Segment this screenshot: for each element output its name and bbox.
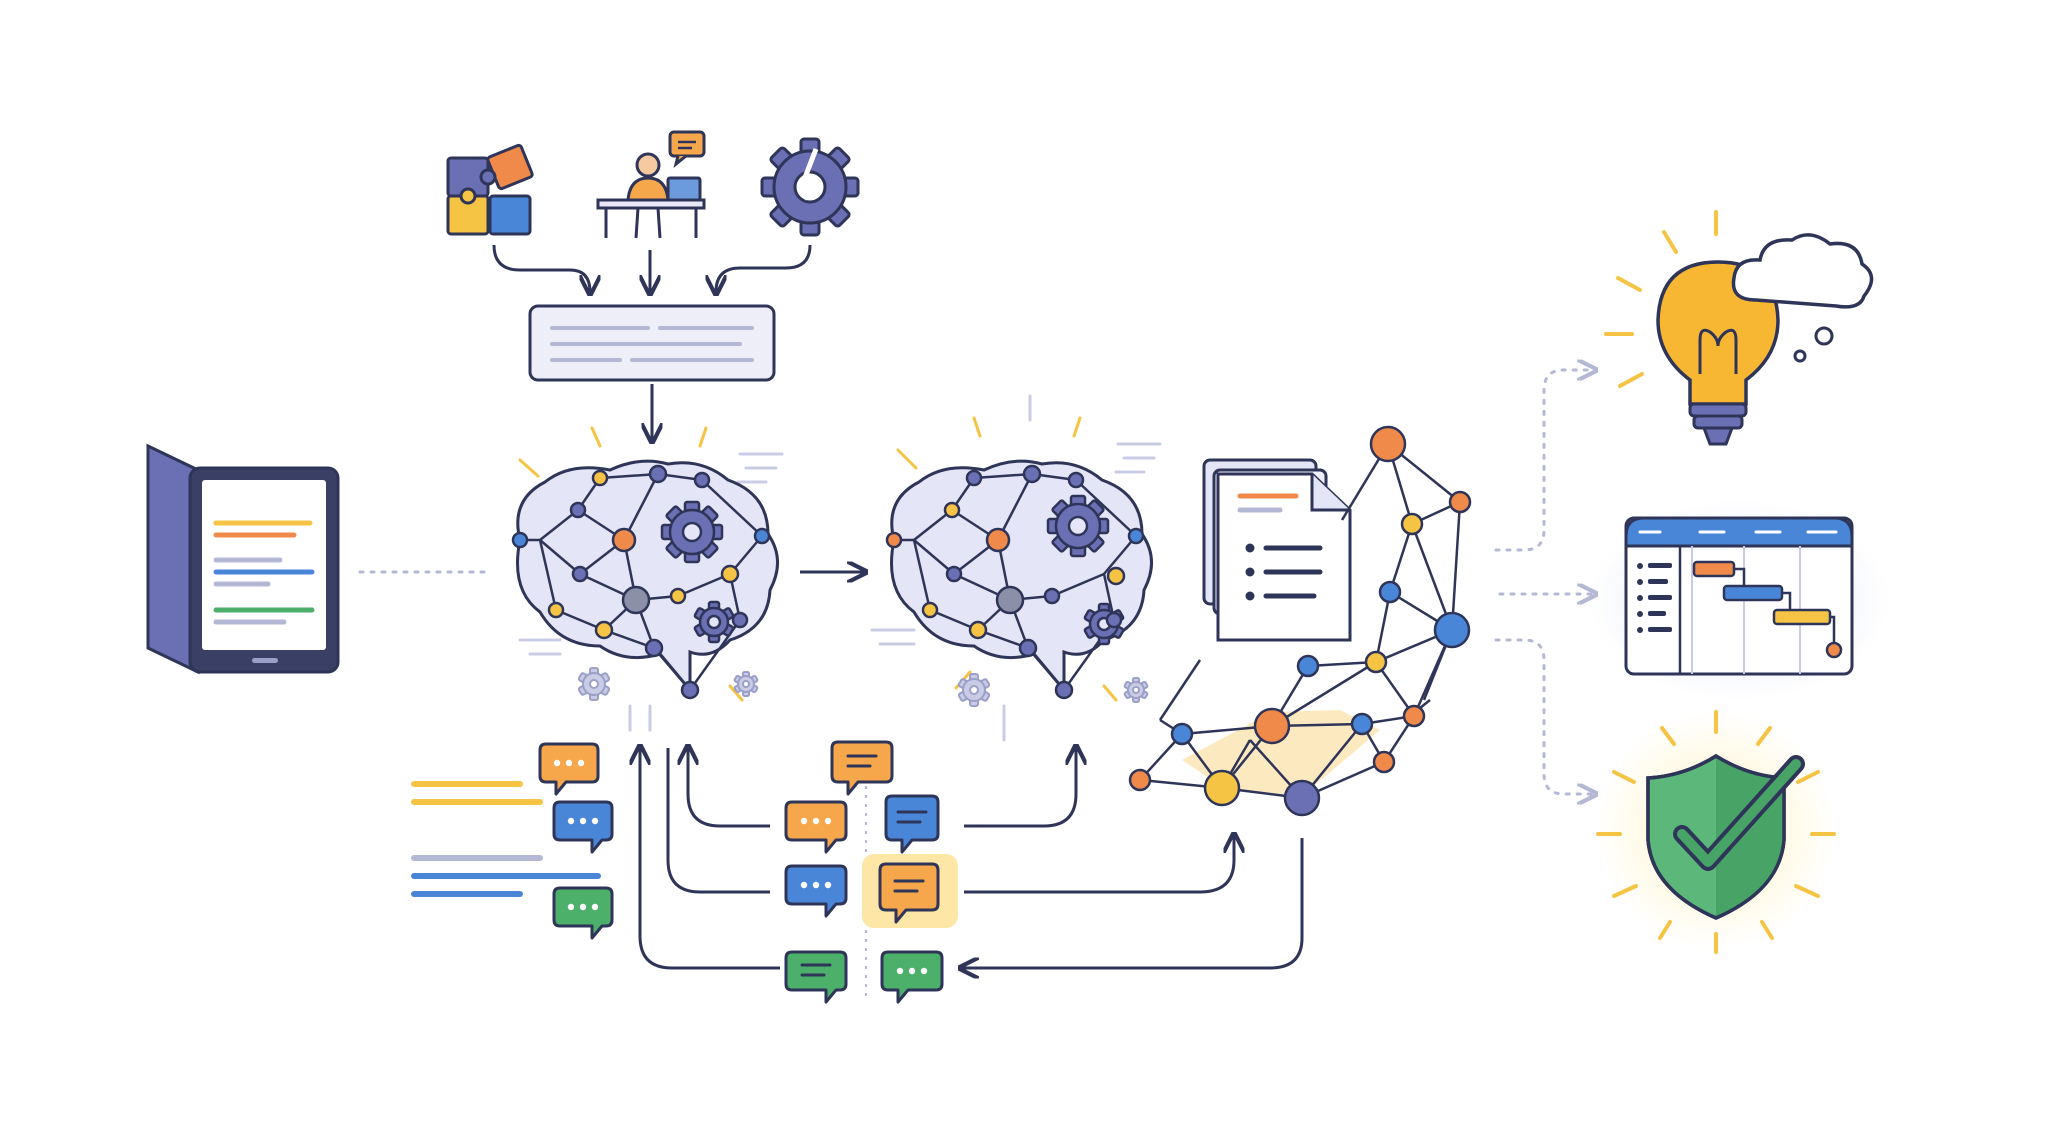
lightbulb-icon [1604, 210, 1874, 446]
input-arrow-1 [492, 244, 590, 292]
loop-line-5 [964, 836, 1234, 894]
chat-bubble-icon [784, 864, 848, 918]
output-dotted-links [1494, 370, 1594, 794]
puzzle-icon [446, 143, 534, 236]
tablet-document-icon [146, 443, 340, 675]
feedback-loop [411, 748, 1304, 1000]
prompt-panel [528, 304, 776, 382]
chat-bubble-icon [538, 742, 600, 796]
feedback-text-lines [411, 781, 601, 897]
loop-line-2 [666, 748, 770, 894]
brain-network-icon [511, 426, 784, 732]
gantt-chart-icon [1590, 500, 1890, 700]
chat-bubble-icon [878, 862, 940, 924]
broken-gear-icon [760, 137, 860, 237]
loop-line-4 [964, 748, 1076, 828]
chat-bubble-icon [784, 950, 848, 1004]
chat-bubbles [538, 740, 944, 1004]
chat-bubble-icon [552, 886, 614, 940]
knowledge-graph-icon [1128, 425, 1472, 817]
brain-network-icon [870, 394, 1162, 742]
loop-line-6 [962, 838, 1304, 968]
chat-bubble-icon [880, 950, 944, 1004]
chat-bubble-icon [552, 800, 614, 854]
loop-line-1 [640, 748, 780, 970]
loop-line-3 [688, 748, 770, 828]
input-arrow-3 [716, 244, 812, 292]
chat-bubble-icon [830, 740, 894, 796]
person-at-desk-icon [596, 130, 706, 239]
chat-bubble-icon [884, 794, 940, 854]
chat-bubble-icon [784, 800, 848, 854]
documents-icon [1202, 458, 1352, 642]
shield-check-icon [1596, 710, 1836, 954]
